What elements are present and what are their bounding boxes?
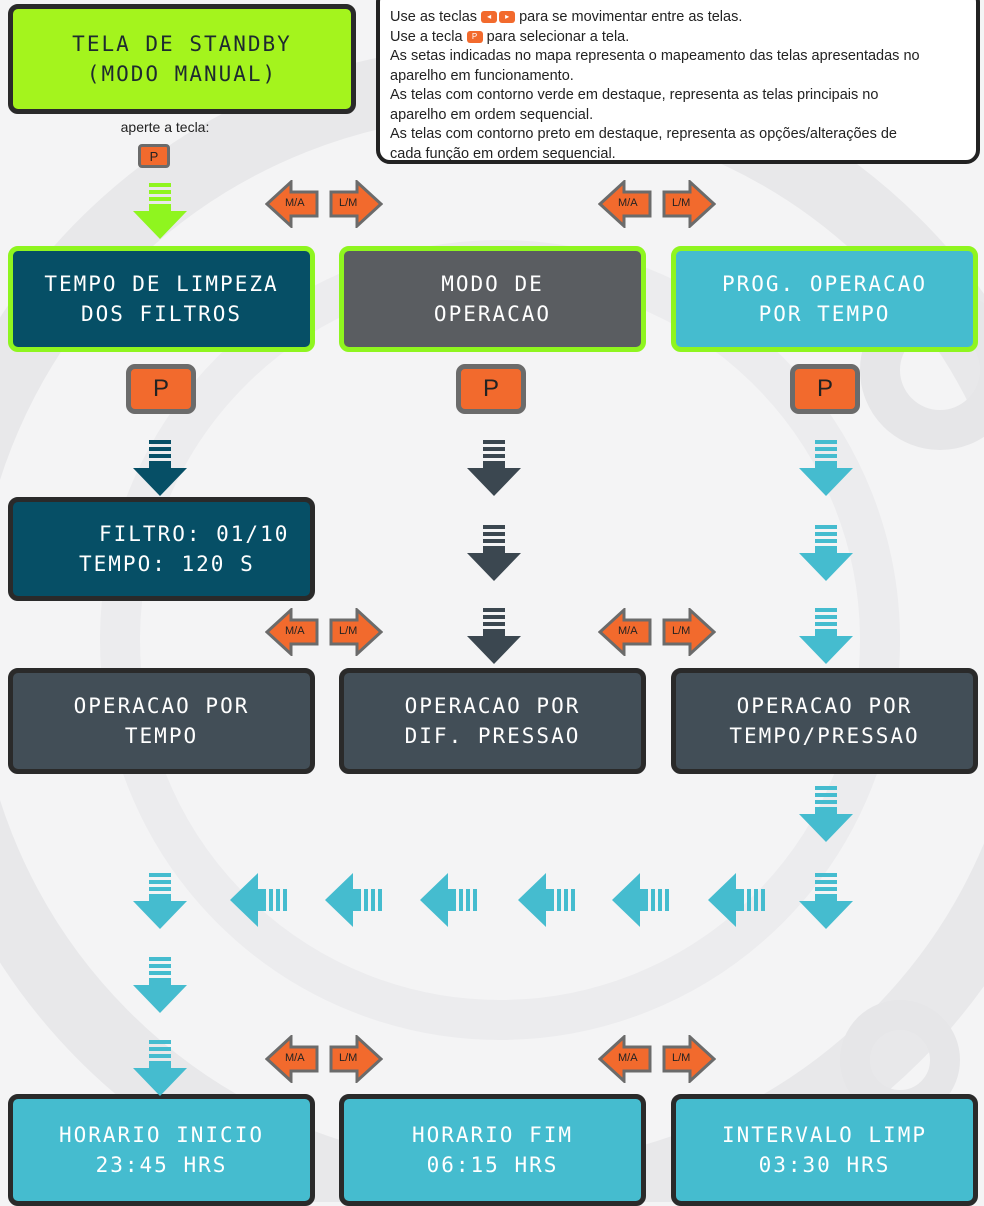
ma-key-label: M/A (285, 625, 305, 637)
ma-key-label: M/A (618, 197, 638, 209)
instruction-line-3: As setas indicadas no mapa representa o … (390, 48, 920, 64)
left-arrow-icon (230, 873, 287, 927)
lm-arrow-icon (662, 180, 716, 228)
nav-keys[interactable]: M/A L/M (265, 180, 383, 228)
ma-key-label: M/A (285, 197, 305, 209)
ma-key-label: M/A (618, 1052, 638, 1064)
standby-screen[interactable]: TELA DE STANDBY (MODO MANUAL) (8, 4, 356, 114)
p-key-icon: P (466, 30, 483, 43)
lm-key-label: L/M (339, 625, 358, 637)
nav-key-arrows-icon (598, 608, 716, 656)
screen-prog-operacao[interactable]: PROG. OPERACAO POR TEMPO (671, 246, 978, 352)
down-arrow-icon (133, 873, 187, 929)
down-arrow-icon (467, 608, 521, 664)
down-arrow-icon (799, 873, 853, 929)
press-key-hint: aperte a tecla: (120, 119, 210, 135)
down-arrow-icon (133, 440, 187, 496)
screen-operacao-dif-pressao[interactable]: OPERACAO POR DIF. PRESSAO (339, 668, 646, 774)
screen-operacao-tempo[interactable]: OPERACAO POR TEMPO (8, 668, 315, 774)
screen-tempo-limpeza[interactable]: TEMPO DE LIMPEZA DOS FILTROS (8, 246, 315, 352)
ma-arrow-icon (598, 180, 652, 228)
instruction-line-2: Use a tecla P para selecionar a tela. (390, 28, 630, 45)
lm-arrow-icon (329, 608, 383, 656)
lm-arrow-icon (329, 1035, 383, 1083)
nav-keys[interactable]: M/A L/M (265, 1035, 383, 1083)
screen-filtro[interactable]: FILTRO: 01/10 TEMPO: 120 S (8, 497, 315, 601)
down-arrow-icon (799, 440, 853, 496)
instruction-line-1: Use as teclas ◂▸ para se movimentar entr… (390, 9, 743, 25)
lm-key-icon: ▸ (499, 11, 516, 24)
lm-key-label: L/M (672, 625, 691, 637)
down-arrow-icon (133, 1040, 187, 1096)
nav-keys[interactable]: M/A L/M (598, 608, 716, 656)
nav-keys[interactable]: M/A L/M (598, 180, 716, 228)
down-arrow-icon (133, 183, 187, 239)
ma-key-icon: ◂ (481, 11, 498, 24)
p-key-button[interactable]: P (456, 364, 526, 414)
ma-arrow-icon (598, 608, 652, 656)
down-arrow-icon (799, 786, 853, 842)
nav-key-arrows-icon (265, 1035, 383, 1083)
down-arrow-icon (467, 525, 521, 581)
down-arrow-icon (799, 525, 853, 581)
nav-key-arrows-icon (265, 608, 383, 656)
screen-operacao-tempo-pressao[interactable]: OPERACAO POR TEMPO/PRESSAO (671, 668, 978, 774)
screen-modo-operacao[interactable]: MODO DE OPERACAO (339, 246, 646, 352)
nav-keys[interactable]: M/A L/M (598, 1035, 716, 1083)
ma-arrow-icon (265, 1035, 319, 1083)
left-arrow-icon (708, 873, 765, 927)
down-arrow-icon (133, 957, 187, 1013)
lm-key-label: L/M (339, 197, 358, 209)
ma-arrow-icon (265, 180, 319, 228)
instruction-line-8: cada função em ordem sequencial. (390, 145, 616, 162)
lm-arrow-icon (329, 180, 383, 228)
p-key-button[interactable]: P (138, 144, 170, 168)
left-arrow-icon (518, 873, 575, 927)
ma-arrow-icon (265, 608, 319, 656)
lm-key-label: L/M (672, 1052, 691, 1064)
nav-key-arrows-icon (598, 180, 716, 228)
instruction-line-7: As telas com contorno preto em destaque,… (390, 126, 897, 142)
ma-key-label: M/A (285, 1052, 305, 1064)
down-arrow-icon (799, 608, 853, 664)
ma-arrow-icon (598, 1035, 652, 1083)
nav-key-arrows-icon (598, 1035, 716, 1083)
p-key-button[interactable]: P (126, 364, 196, 414)
left-arrow-icon (612, 873, 669, 927)
nav-keys[interactable]: M/A L/M (265, 608, 383, 656)
instructions-box: Use as teclas ◂▸ para se movimentar entr… (376, 0, 980, 164)
ma-key-label: M/A (618, 625, 638, 637)
nav-key-arrows-icon (265, 180, 383, 228)
p-key-button[interactable]: P (790, 364, 860, 414)
screen-horario-inicio[interactable]: HORARIO INICIO 23:45 HRS (8, 1094, 315, 1206)
down-arrow-icon (467, 440, 521, 496)
instruction-line-5: As telas com contorno verde em destaque,… (390, 87, 879, 103)
lm-arrow-icon (662, 608, 716, 656)
instruction-line-4: aparelho em funcionamento. (390, 67, 574, 84)
left-arrow-icon (325, 873, 382, 927)
lm-arrow-icon (662, 1035, 716, 1083)
left-arrow-icon (420, 873, 477, 927)
instruction-line-6: aparelho em ordem sequencial. (390, 106, 594, 123)
lm-key-label: L/M (339, 1052, 358, 1064)
screen-intervalo-limp[interactable]: INTERVALO LIMP 03:30 HRS (671, 1094, 978, 1206)
lm-key-label: L/M (672, 197, 691, 209)
